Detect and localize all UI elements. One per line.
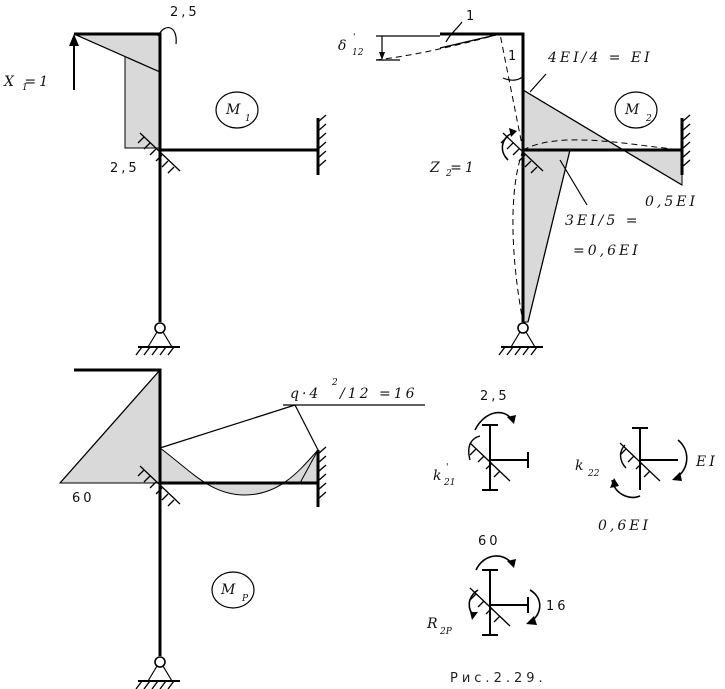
m2-leader-ei: [529, 73, 547, 93]
m2-end-value: 0,5EI: [645, 194, 698, 210]
m2-diag-2: [527, 149, 571, 323]
angle-label-top: 1: [466, 9, 477, 24]
mp-name-sub: P: [241, 594, 249, 604]
q-formula-exponent: 2: [331, 378, 338, 388]
m2-column-region: [522, 149, 571, 323]
m1-diagonal: [73, 33, 161, 73]
m2-ei-label: 4EI/4 = EI: [547, 50, 653, 66]
k22-06ei: 0,6EI: [598, 518, 651, 534]
m2-deflected-top: [375, 33, 524, 151]
m2-name-circle: [614, 91, 658, 129]
m1-value-top: 2,5: [170, 5, 200, 20]
r2p-label: R: [426, 616, 441, 632]
r2p-value-60: 60: [478, 534, 501, 549]
x1-label: X =1: [3, 74, 51, 90]
figure-caption: Рис.2.29.: [450, 671, 547, 686]
mp-frame: [74, 368, 162, 656]
k22-ei: EI: [695, 454, 718, 470]
m1-joint-brace: [137, 132, 181, 174]
m2-name: M: [624, 102, 642, 118]
r2p-sub: 2P: [439, 627, 453, 637]
m2-deflected-column: [512, 149, 524, 323]
m2-angle-line: [439, 33, 501, 49]
z2-rotation-arrow: [501, 128, 517, 161]
k22-label: k: [575, 458, 586, 474]
x1-force-arrow: [69, 34, 79, 90]
m2-angle-arc-2: [502, 75, 524, 81]
m1-frame-top: [74, 32, 162, 322]
diagram-m2: δ 12 ' 1 1 4EI/4 = EI M 2 Z =1 2 0,5EI 3…: [338, 9, 698, 356]
x1-subscript: 1: [22, 83, 28, 93]
m2-name-sub: 2: [645, 114, 652, 124]
m2-pin-support: [498, 322, 543, 356]
m2-deflected-beam: [522, 139, 683, 151]
m2-column-value-1: 3EI/5 =: [565, 213, 640, 229]
m2-angle-arc: [445, 21, 463, 43]
mp-joint-brace: [137, 465, 181, 507]
m2-wall-hatch: [681, 114, 691, 168]
m2-column-value-2: =0,6EI: [573, 243, 641, 259]
node-k22: k 22 EI 0,6EI: [575, 427, 718, 534]
node-k21: 2,5 k 21 ': [433, 389, 529, 491]
delta-prime: ': [353, 33, 355, 43]
r2p-value-16: 16: [546, 599, 569, 614]
m1-wall-hatch: [317, 114, 327, 168]
m1-pin-support: [135, 322, 180, 356]
q-formula-main: q·4: [290, 386, 321, 402]
mp-pin-support: [135, 656, 180, 689]
k21-prime: ': [446, 463, 448, 473]
node-r2p: 60 16 R 2P: [426, 534, 569, 637]
q-formula-rest: /12 =16: [338, 386, 418, 402]
k21-label: k: [433, 468, 444, 484]
z2-label: Z =1: [429, 160, 477, 176]
diagram-m1: 2,5 X =1 1 M 1 2,5: [3, 5, 327, 356]
mp-leader: [294, 404, 319, 451]
m2-frame: [440, 32, 525, 322]
k21-moment-value: 2,5: [480, 389, 510, 404]
m1-name-circle: [215, 91, 259, 129]
m2-leader-06: [559, 159, 588, 206]
m1-name: M: [225, 102, 243, 118]
k22-sub: 22: [587, 469, 600, 479]
mp-name-circle: [211, 571, 255, 609]
angle-label-side: 1: [508, 49, 519, 64]
m1-name-sub: 1: [245, 114, 251, 124]
mp-left-diag: [59, 369, 161, 484]
delta-dimension: [376, 35, 440, 61]
delta-label: δ: [338, 38, 349, 54]
k21-sub: 21: [443, 478, 455, 488]
diagram-mp: q·4 2 /12 =16 60 M P: [58, 368, 425, 689]
mp-name: M: [220, 582, 238, 598]
z2-subscript: 2: [445, 169, 452, 179]
m2-diag-1: [522, 89, 683, 186]
mp-linear-line: [159, 404, 296, 449]
m1-value-bottom: 2,5: [110, 161, 140, 176]
mp-value-60: 60: [72, 491, 95, 506]
mp-beam-parabola: [159, 447, 319, 496]
delta-sub: 12: [352, 48, 364, 58]
mp-wall-hatch: [317, 446, 327, 500]
